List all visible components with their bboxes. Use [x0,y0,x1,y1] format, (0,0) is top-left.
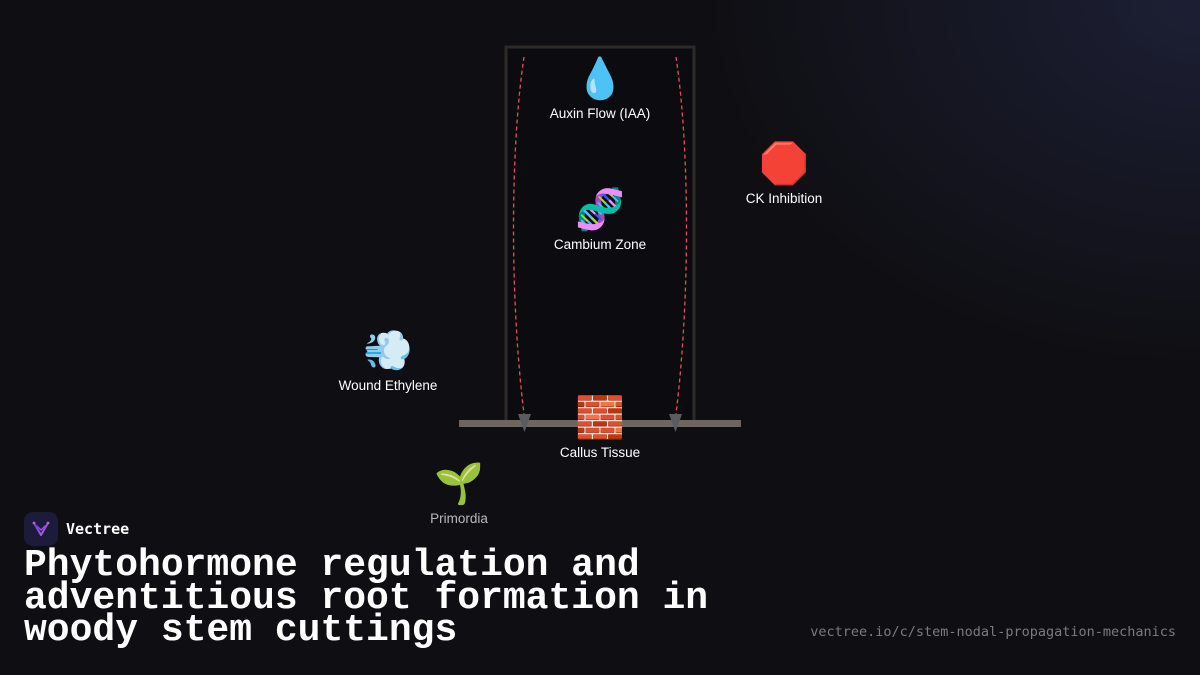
node-auxin-flow: 💧 Auxin Flow (IAA) [550,56,651,121]
node-ck-inhibition: 🛑 CK Inhibition [746,141,823,206]
seedling-icon: 🌱 [434,461,484,507]
arrowhead-right [669,414,682,432]
source-url[interactable]: vectree.io/c/stem-nodal-propagation-mech… [810,624,1176,640]
node-label: Primordia [430,511,488,526]
brand: Vectree [24,512,129,546]
stop-sign-icon: 🛑 [759,141,809,187]
node-cambium-zone: 🧬 Cambium Zone [554,187,646,252]
node-wound-ethylene: 💨 Wound Ethylene [339,328,438,393]
dna-icon: 🧬 [575,187,625,233]
node-primordia: 🌱 Primordia [430,461,488,526]
stem-outline [504,45,696,427]
vectree-logo-icon [24,512,58,546]
node-label: Auxin Flow (IAA) [549,106,651,121]
node-callus-tissue: 🧱 Callus Tissue [560,395,640,460]
auxin-flow-arrow-left [512,56,525,415]
wind-icon: 💨 [363,328,413,374]
brand-name: Vectree [66,520,130,538]
droplet-icon: 💧 [575,56,625,102]
auxin-flow-arrow-right [675,56,688,415]
page-title: Phytohormone regulation and adventitious… [24,544,709,652]
node-label: Callus Tissue [559,445,641,460]
node-label: Cambium Zone [553,237,647,252]
node-label: CK Inhibition [745,191,823,206]
node-label: Wound Ethylene [338,378,438,393]
brick-icon: 🧱 [575,395,625,441]
vectree-logo-mark [32,521,50,536]
arrowhead-left [518,414,531,432]
stem-base-line [459,420,741,427]
